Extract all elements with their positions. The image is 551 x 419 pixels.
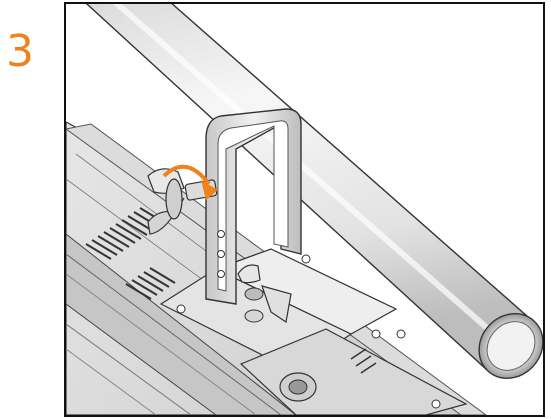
illustration-frame <box>64 2 545 417</box>
step-number: 3 <box>6 26 34 77</box>
lower-housing <box>239 328 468 415</box>
mounting-illustration <box>66 4 543 415</box>
pipe-clamp <box>205 108 302 305</box>
rotation-arrow-icon <box>162 164 218 200</box>
pipe <box>85 4 543 379</box>
vent-slots <box>85 207 176 300</box>
bracket-wing-nut <box>237 264 292 324</box>
